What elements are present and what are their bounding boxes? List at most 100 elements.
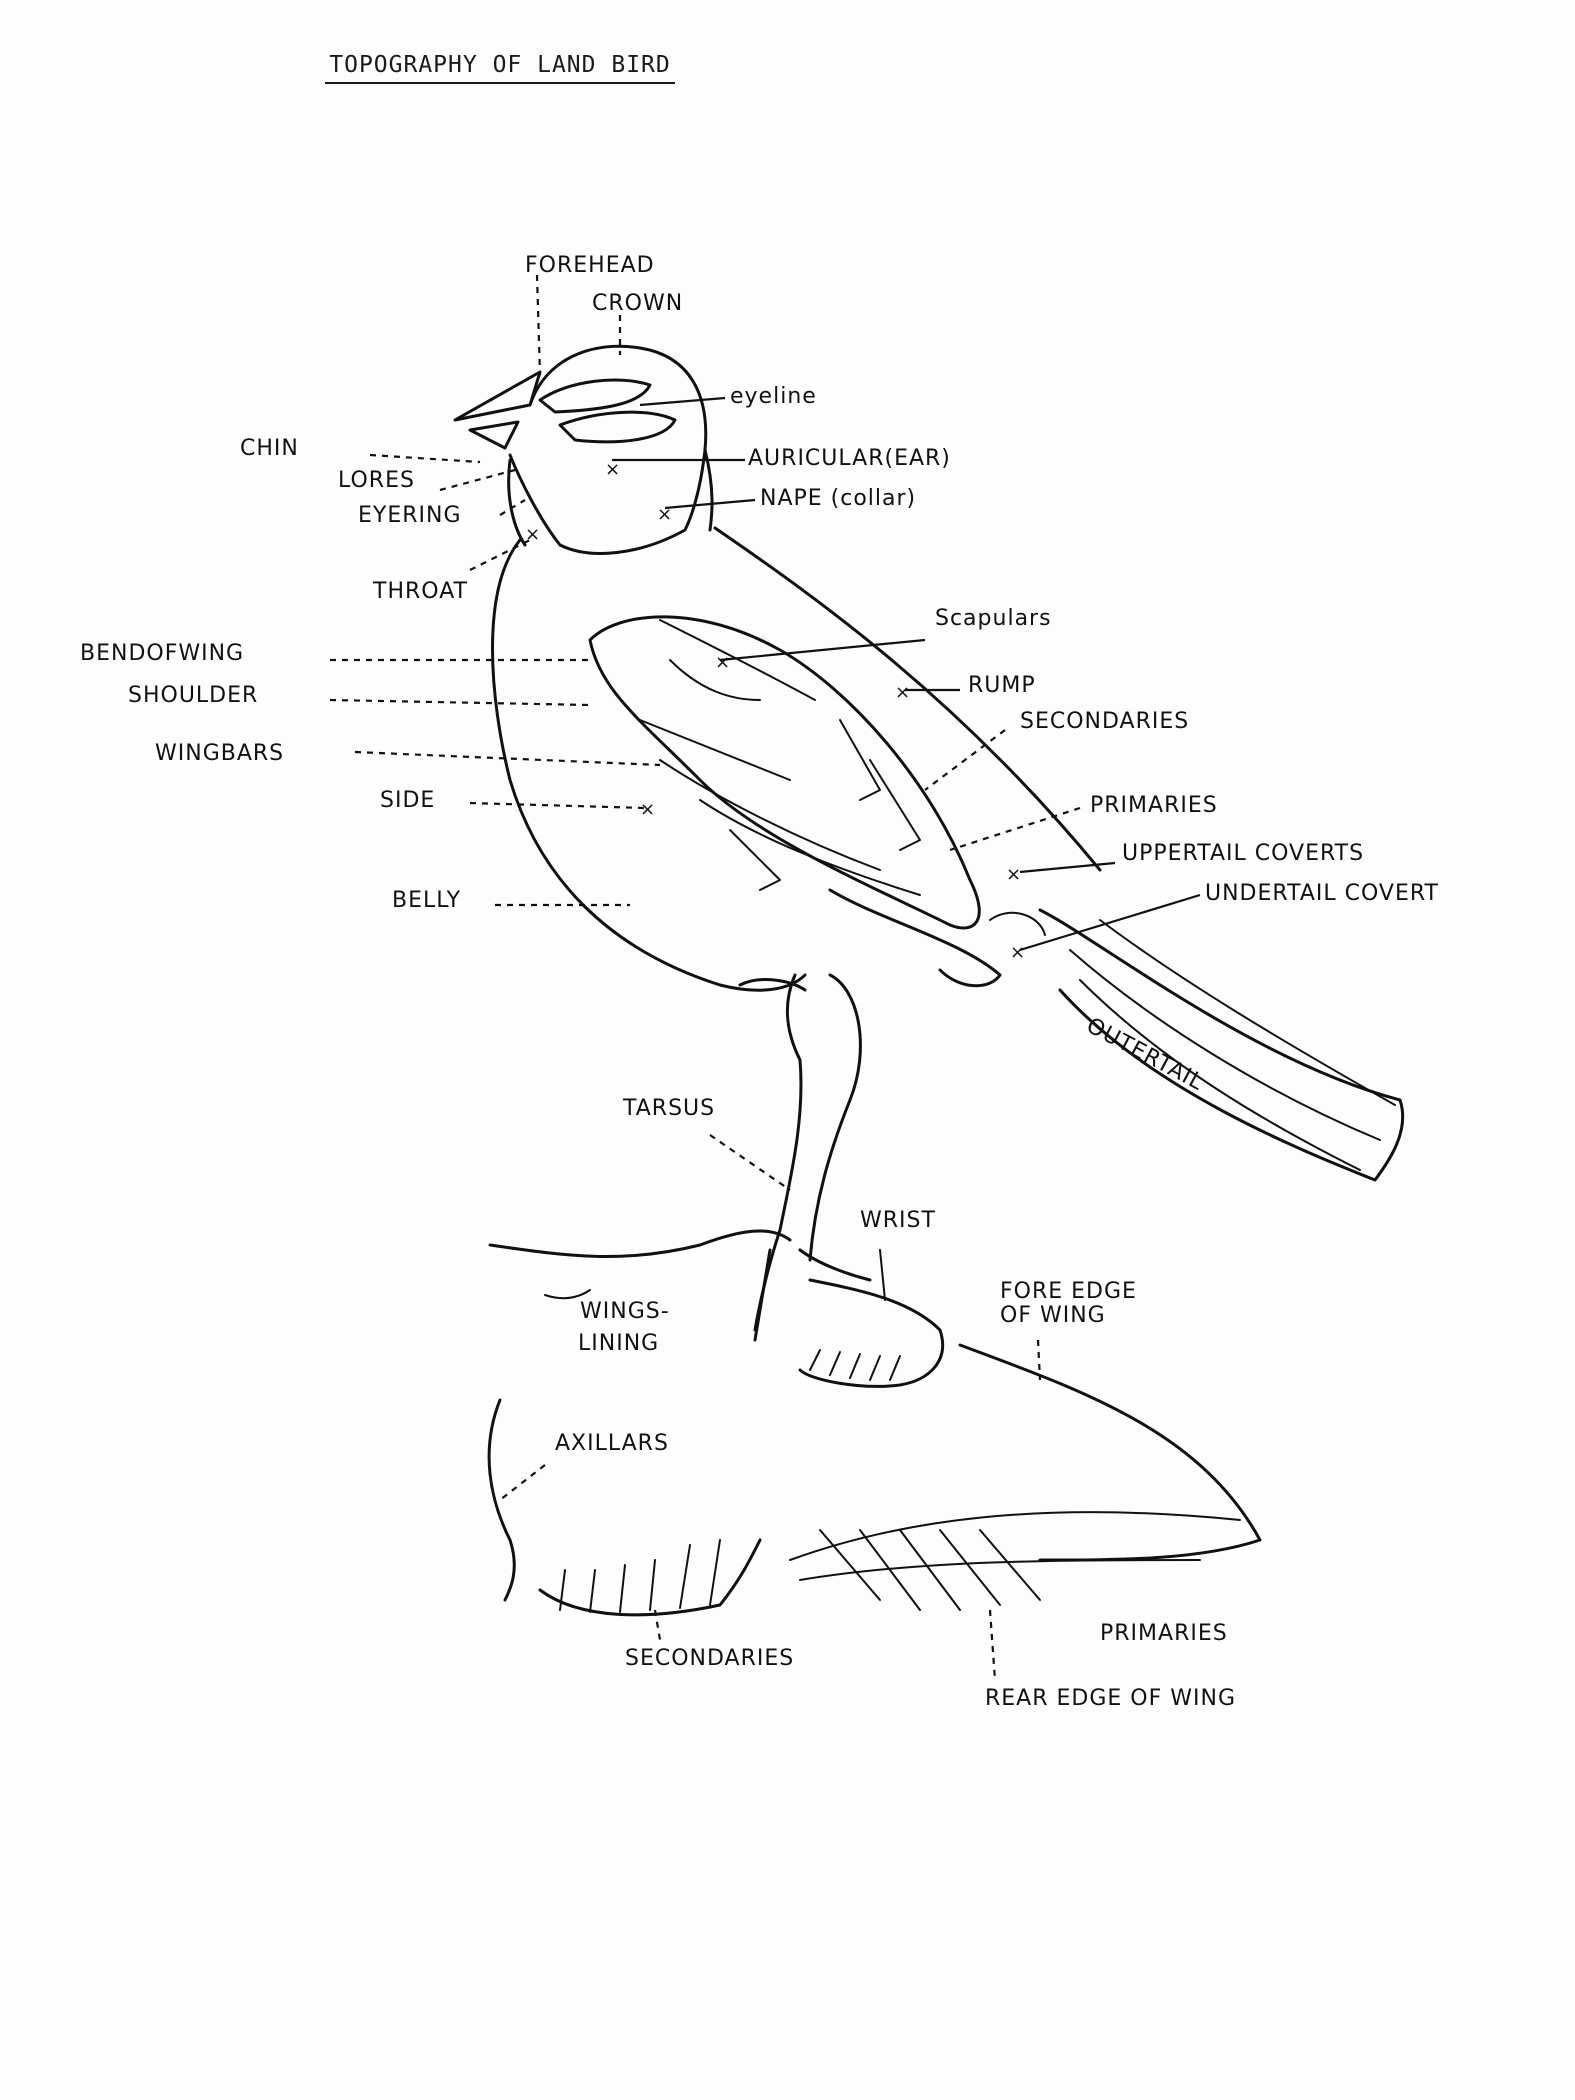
leader-scapulars — [719, 638, 926, 662]
label-secondaries-upper: SECONDARIES — [1020, 709, 1189, 734]
branch-left — [488, 1229, 792, 1259]
label-wings-lining-2: LINING — [578, 1331, 659, 1356]
label-primaries-lower: PRIMARIES — [1100, 1621, 1228, 1646]
head-outline — [508, 344, 708, 555]
secondaries-outline — [538, 1538, 762, 1617]
label-primaries-upper: PRIMARIES — [1090, 793, 1218, 818]
wing-feather-line-2 — [799, 1559, 1201, 1581]
back-outline — [713, 526, 1102, 872]
label-wrist: WRIST — [860, 1208, 936, 1233]
leader-uppertail-coverts — [1019, 861, 1116, 874]
folded-wing-outline — [588, 615, 981, 930]
diagram-labels: FOREHEAD CROWN eyeline CHIN LORES AURICU… — [80, 253, 1439, 1711]
marker-rump: × — [895, 682, 910, 703]
label-tarsus: TARSUS — [622, 1096, 715, 1121]
leader-wing-bars — [354, 750, 661, 767]
marker-side: × — [640, 799, 655, 820]
diagram-title: TOPOGRAPHY OF LAND BIRD — [0, 52, 1000, 84]
auricular-patch — [558, 410, 677, 444]
feather-chevron-2 — [869, 759, 921, 851]
marker-scapulars: × — [715, 652, 730, 673]
secondary-feather-line-2 — [699, 799, 921, 896]
leader-throat — [469, 539, 531, 571]
leg-front — [753, 973, 803, 1332]
label-undertail-coverts: UNDERTAIL COVERT — [1205, 881, 1439, 906]
label-fore-edge-of-wing-2: OF WING — [1000, 1303, 1106, 1328]
secondary-feathers-lower — [559, 1539, 721, 1613]
label-bend-of-wing: BENDOFWING — [80, 641, 244, 666]
point-markers: × × × × × × × × — [525, 459, 1025, 963]
leader-axillars — [499, 1464, 546, 1501]
leader-nape — [664, 498, 756, 510]
undertail-covert-line — [989, 911, 1046, 936]
branch-right — [798, 1248, 872, 1282]
primary-feathers-lower — [819, 1529, 1041, 1611]
leader-forehead — [535, 274, 542, 376]
wing-feather-line-1 — [789, 1511, 1241, 1561]
lower-beak — [468, 420, 520, 450]
label-scapulars: Scapulars — [935, 606, 1052, 631]
marker-uppertail: × — [1006, 864, 1021, 885]
diagram-title-text: TOPOGRAPHY OF LAND BIRD — [325, 52, 675, 84]
breast-belly-outline — [491, 538, 807, 992]
label-side: SIDE — [380, 788, 435, 813]
label-throat: THROAT — [372, 579, 468, 604]
tail-outline — [1038, 908, 1405, 1182]
secondary-feather-line-1 — [659, 759, 881, 871]
leg-back — [808, 973, 862, 1262]
marker-nape: × — [657, 504, 672, 525]
label-axillars: AXILLARS — [555, 1431, 669, 1456]
label-lores: LORES — [338, 468, 415, 493]
label-fore-edge-of-wing-1: FORE EDGE — [1000, 1279, 1137, 1304]
label-secondaries-lower: SECONDARIES — [625, 1646, 794, 1671]
extended-wing-fore-edge — [958, 1343, 1262, 1562]
eyeline-patch — [538, 378, 652, 414]
leader-rear-edge — [988, 1609, 997, 1681]
label-auricular: AURICULAR(EAR) — [748, 446, 951, 471]
wingbar-line-1 — [669, 659, 761, 701]
leader-primaries-upper — [949, 806, 1081, 852]
leader-shoulder — [329, 698, 591, 707]
marker-auricular: × — [605, 459, 620, 480]
label-eyering: EYERING — [358, 503, 462, 528]
label-nape: NAPE (collar) — [760, 486, 916, 511]
leader-side — [469, 801, 646, 810]
leader-tarsus — [709, 1134, 791, 1191]
leader-chin — [369, 453, 481, 464]
tail-feather-line-2 — [1079, 979, 1361, 1171]
leader-eyering — [499, 499, 526, 516]
primary-tips — [828, 888, 1002, 988]
nape-line — [703, 448, 714, 532]
throat-outline — [507, 458, 527, 547]
scapular-line — [659, 619, 816, 701]
feather-chevron-1 — [839, 719, 881, 801]
wrist-tick — [879, 1249, 886, 1301]
marker-throat: × — [525, 524, 540, 545]
label-rear-edge-of-wing: REAR EDGE OF WING — [985, 1686, 1236, 1711]
leader-eyeline — [639, 396, 726, 407]
tail-feather-line-3 — [1099, 919, 1396, 1106]
leader-lines — [329, 274, 1201, 1681]
label-wings-lining-1: WINGS- — [580, 1299, 670, 1324]
axillars-outline — [487, 1398, 516, 1602]
label-rump: RUMP — [968, 673, 1036, 698]
tail-feather-line-1 — [1069, 949, 1381, 1141]
label-shoulder: SHOULDER — [128, 683, 258, 708]
leader-undertail-coverts — [1019, 893, 1201, 952]
label-forehead: FOREHEAD — [525, 253, 655, 278]
wrist-outline — [798, 1278, 945, 1388]
bird-body-drawing — [453, 344, 1405, 1332]
feather-chevron-3 — [729, 829, 781, 891]
branch-stub — [753, 1248, 772, 1342]
wrist-feathers — [809, 1349, 901, 1381]
wingbar-line-2 — [639, 719, 791, 781]
leader-lores — [439, 468, 516, 492]
label-crown: CROWN — [592, 291, 683, 316]
branch-and-wing-drawing — [487, 1229, 1262, 1617]
upper-beak — [453, 370, 542, 422]
leader-secondaries-lower — [653, 1609, 662, 1641]
thigh-feathers — [738, 978, 807, 992]
label-uppertail-coverts: UPPERTAIL COVERTS — [1122, 841, 1364, 866]
